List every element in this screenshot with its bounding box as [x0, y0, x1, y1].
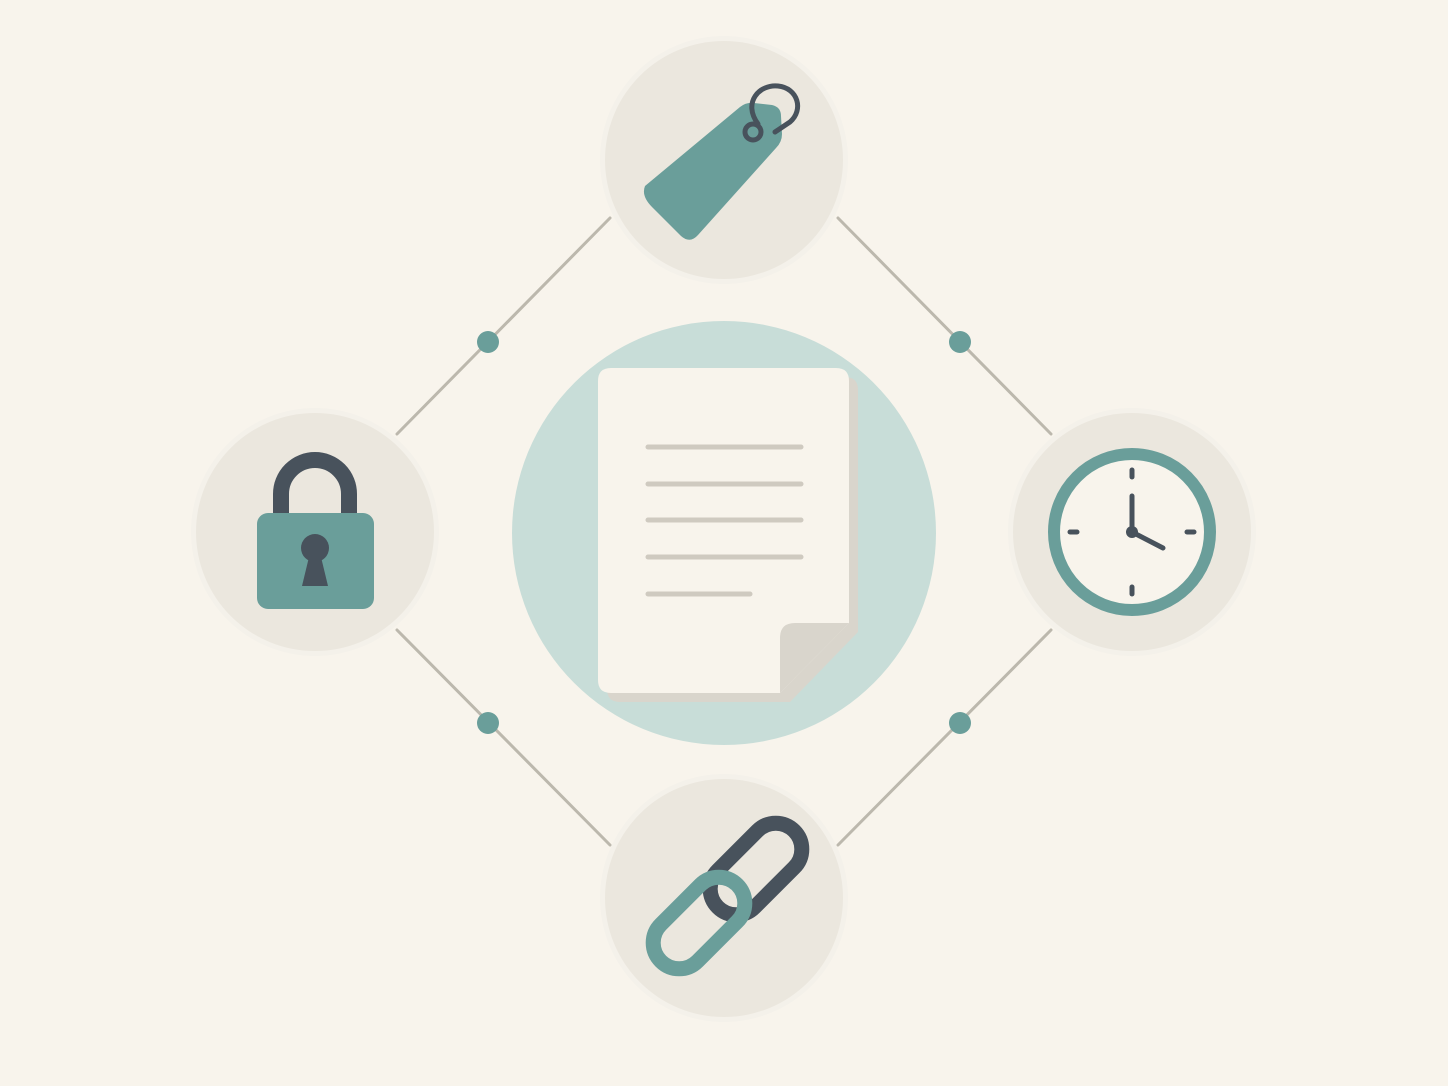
node-left	[191, 408, 439, 656]
tag-icon	[643, 83, 801, 240]
connector-dots	[477, 331, 971, 734]
connector-right-bottom	[836, 628, 1053, 847]
document-text-lines	[645, 444, 804, 597]
connector-dot-bottom-right	[949, 712, 971, 734]
connector-dot-bottom-left	[477, 712, 499, 734]
keyhole-circle	[301, 534, 329, 562]
lock-shackle	[273, 452, 357, 528]
tag-string	[749, 83, 801, 135]
connector-left-bottom	[395, 628, 612, 847]
node-right	[1008, 408, 1256, 656]
connector-dot-top-right	[949, 331, 971, 353]
node-top	[600, 36, 848, 284]
clock-ticks	[1067, 467, 1197, 597]
tag-hole	[742, 121, 764, 143]
clock-center	[1126, 526, 1138, 538]
connector-top-left	[395, 216, 612, 436]
center-node	[512, 321, 936, 745]
link-dark-ring	[702, 815, 810, 923]
connector-top-right	[836, 216, 1053, 436]
node-bottom-circle	[605, 779, 843, 1017]
node-bottom	[600, 774, 848, 1022]
clock-icon	[1048, 448, 1216, 616]
lock-icon	[257, 452, 374, 609]
link-icon	[645, 815, 810, 977]
document-fold	[780, 623, 849, 693]
document-icon	[598, 368, 858, 702]
keyhole-slot	[302, 557, 328, 586]
connector-dot-top-left	[477, 331, 499, 353]
connectors	[395, 216, 1053, 847]
link-teal-ring	[645, 869, 753, 977]
